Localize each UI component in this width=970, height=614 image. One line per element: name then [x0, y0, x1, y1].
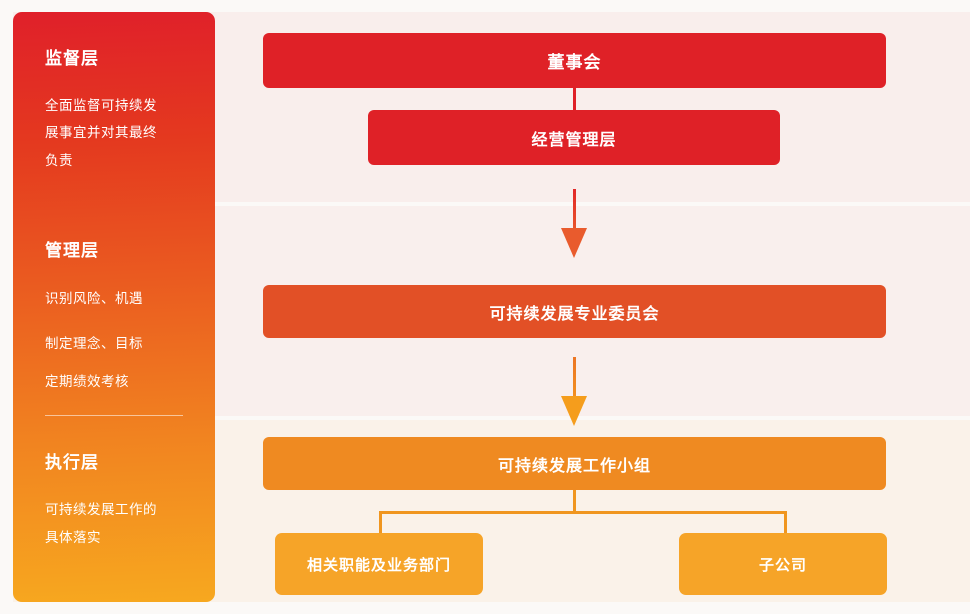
arrow-committee-workgroup [573, 357, 576, 397]
node-operating-management: 经营管理层 [368, 110, 780, 165]
node-board-of-directors: 董事会 [263, 33, 886, 88]
node-sustainability-workgroup: 可持续发展工作小组 [263, 437, 886, 490]
section-line: 全面监督可持续发 [45, 98, 157, 113]
connector-board-management [573, 88, 576, 110]
section-line: 制定理念、目标 [45, 336, 143, 351]
section-line: 可持续发展工作的 [45, 502, 157, 517]
arrow-down-icon [561, 228, 587, 258]
connector-workgroup-stem [573, 490, 576, 514]
section-line: 定期绩效考核 [45, 374, 129, 389]
connector-workgroup-departments [379, 511, 382, 533]
arrow-down-icon [561, 396, 587, 426]
section-line: 展事宜并对其最终 [45, 125, 157, 140]
sidebar: 监督层 全面监督可持续发 展事宜并对其最终 负责 管理层 识别风险、机遇 制定理… [13, 12, 215, 602]
section-line: 负责 [45, 153, 73, 168]
connector-workgroup-horizontal [379, 511, 787, 514]
section-title-execution: 执行层 [45, 453, 99, 472]
section-title-management: 管理层 [45, 241, 99, 260]
node-departments: 相关职能及业务部门 [275, 533, 483, 595]
section-line: 识别风险、机遇 [45, 291, 143, 306]
section-line: 具体落实 [45, 530, 101, 545]
sidebar-divider [45, 415, 183, 416]
section-title-supervision: 监督层 [45, 49, 99, 68]
node-sustainability-committee: 可持续发展专业委员会 [263, 285, 886, 338]
arrow-management-committee [573, 189, 576, 229]
connector-workgroup-subsidiaries [784, 511, 787, 533]
node-subsidiaries: 子公司 [679, 533, 887, 595]
